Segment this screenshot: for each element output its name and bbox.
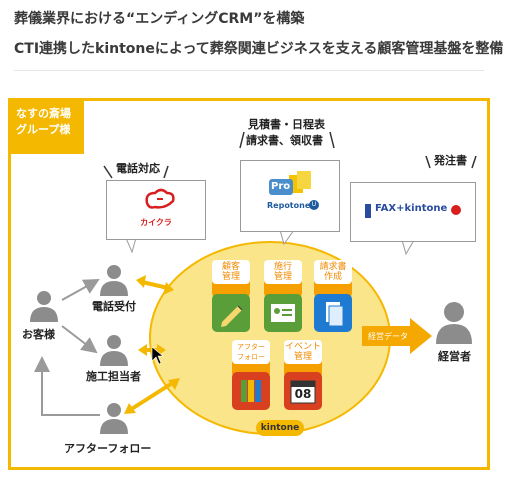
management-data-label: 経営データ: [368, 332, 408, 341]
app-customer-mgmt-label: 顧客 管理: [212, 260, 250, 284]
arrow-customer-to-staff: [61, 325, 98, 354]
client-label-box: なすの斎場 グループ様: [8, 98, 84, 154]
page-title: 葬儀業界における“エンディングCRM”を構築: [14, 11, 305, 27]
label-order: 発注書: [434, 154, 467, 167]
kintone-mark-icon: [451, 205, 461, 215]
bubble-phone: カイクラ: [106, 180, 206, 240]
app-event-mgmt-label: イベント 管理: [284, 340, 322, 364]
repotone-badge: U: [309, 200, 319, 210]
repotone-pro-text: Pro: [271, 181, 291, 192]
page-subtitle: CTI連携したkintoneによって葬祭関連ビジネスを支える顧客管理基盤を整備: [14, 41, 504, 57]
calendar-icon: 08: [284, 372, 322, 410]
title-divider: [14, 70, 484, 71]
bubble-pointer-order: [401, 239, 415, 256]
app-aftercare[interactable]: アフター フォロー: [232, 340, 270, 378]
app-construction-mgmt-label: 施行 管理: [264, 260, 302, 284]
mouse-cursor-icon: [151, 346, 164, 365]
label-documents-line-1: 見積書・日程表: [248, 118, 325, 131]
app-aftercare-label: アフター フォロー: [232, 340, 270, 364]
bubble-order: FAX+kintone: [350, 182, 476, 242]
label-customer: お客様: [22, 328, 55, 341]
app-invoice-label: 請求書 作成: [314, 260, 352, 284]
label-brackets: [103, 131, 477, 179]
app-customer-mgmt[interactable]: 顧客 管理: [212, 260, 250, 298]
kaikura-logo-icon: [145, 188, 175, 209]
document-icon: [314, 294, 352, 332]
person-icon-aftercare: [100, 403, 128, 434]
person-icon-manager: [436, 302, 472, 344]
app-invoice[interactable]: 請求書 作成: [314, 260, 352, 298]
bubble-pointer-phone: [125, 237, 137, 254]
fax-logo-icon: [365, 204, 371, 218]
label-aftercare: アフターフォロー: [64, 442, 152, 455]
app-event-mgmt[interactable]: イベント 管理: [284, 340, 322, 378]
kintone-label: kintone: [256, 420, 304, 436]
label-documents-line-2: 請求書、領収書: [246, 134, 323, 147]
binders-icon: [232, 372, 270, 410]
arrow-aftercare-kintone: [124, 378, 180, 414]
kaikura-logo-text: カイクラ: [140, 218, 172, 227]
arrow-reception-kintone: [136, 275, 174, 295]
client-label-line-2: グループ様: [16, 123, 71, 136]
label-manager: 経営者: [438, 350, 471, 363]
calendar-day: 08: [294, 387, 312, 401]
arrow-aftercare-to-customer: [34, 356, 100, 416]
label-reception: 電話受付: [92, 300, 136, 313]
repotone-logo-text: Repotone: [267, 201, 311, 210]
label-staff: 施工担当者: [86, 370, 141, 383]
fax-kintone-logo-text: FAX+kintone: [375, 203, 448, 214]
client-label-line-1: なすの斎場: [16, 107, 71, 120]
management-data-arrow: [362, 318, 432, 354]
repotone-logo-icon: [269, 171, 311, 195]
person-icon-reception: [100, 265, 128, 296]
id-card-icon: [264, 294, 302, 332]
label-phone: 電話対応: [116, 162, 160, 175]
pencil-icon: [212, 294, 250, 332]
person-icon-customer: [30, 291, 58, 322]
arrow-customer-to-reception: [61, 279, 100, 301]
bubble-documents: Pro Repotone U: [240, 160, 340, 232]
app-construction-mgmt[interactable]: 施行 管理: [264, 260, 302, 298]
person-icon-staff: [100, 335, 128, 366]
